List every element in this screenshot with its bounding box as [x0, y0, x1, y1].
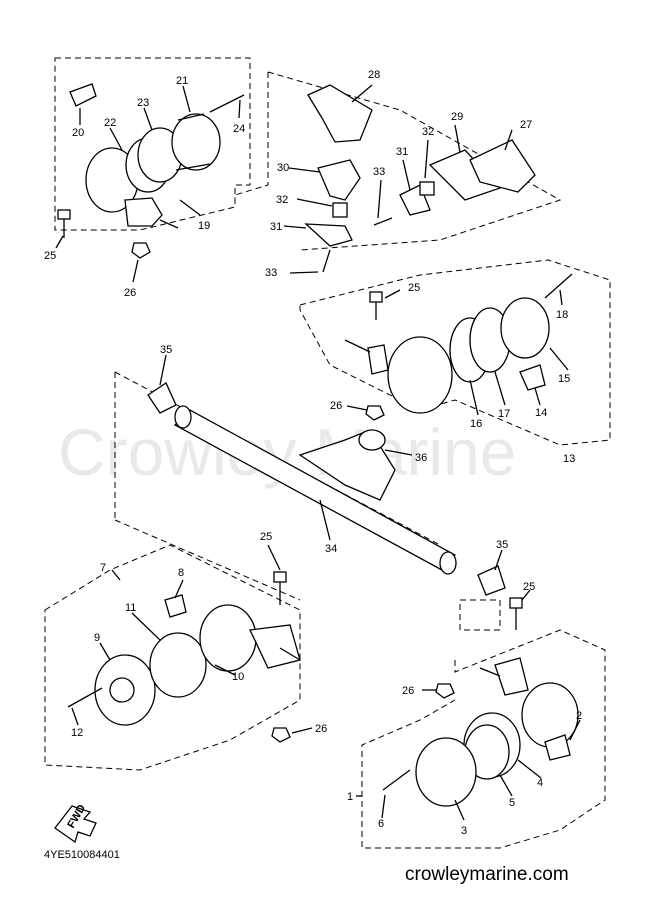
- label-1: 1: [347, 791, 353, 803]
- label-17: 17: [498, 408, 510, 420]
- bulb-14: [519, 364, 546, 391]
- bracket-30: [317, 159, 361, 201]
- lens-15: [500, 297, 550, 359]
- label-26-d: 26: [402, 685, 414, 697]
- brackets-top: [234, 71, 562, 274]
- bulb-20: [69, 83, 97, 107]
- label-18: 18: [556, 309, 568, 321]
- assembly-7: [44, 544, 313, 771]
- bracket-27: [469, 139, 536, 193]
- label-20: 20: [72, 127, 84, 139]
- label-24: 24: [233, 123, 245, 135]
- mount-right: [367, 344, 389, 375]
- label-35-a: 35: [160, 344, 172, 356]
- lens-3: [415, 737, 477, 807]
- cap-35-right: [477, 565, 506, 596]
- bulb-8: [164, 594, 187, 618]
- label-25-a: 25: [44, 250, 56, 262]
- label-31-b: 31: [270, 221, 282, 233]
- bracket-28: [307, 84, 373, 143]
- bar-34: [114, 354, 506, 601]
- screw-6: [382, 769, 411, 791]
- nut-26-right: [365, 405, 385, 421]
- label-25-c: 25: [260, 531, 272, 543]
- plate-31: [304, 223, 353, 247]
- diagram-code: 4YE510084401: [44, 849, 120, 861]
- label-34: 34: [325, 543, 337, 555]
- assembly-13: [299, 259, 611, 446]
- label-26-b: 26: [330, 400, 342, 412]
- label-26-c: 26: [315, 723, 327, 735]
- label-23: 23: [137, 97, 149, 109]
- bulb-2: [544, 734, 571, 761]
- gasket-29: [428, 149, 502, 201]
- nut-26-bl: [271, 727, 291, 743]
- screw-12: [67, 687, 103, 708]
- label-22: 22: [104, 117, 116, 129]
- label-8: 8: [178, 567, 184, 579]
- cap-35-left: [147, 382, 177, 414]
- label-33-a: 33: [373, 166, 385, 178]
- mount-right-bottom: [494, 657, 529, 696]
- nut-26: [131, 242, 151, 259]
- assembly-1: [356, 589, 606, 849]
- label-30: 30: [277, 162, 289, 174]
- label-2: 2: [576, 710, 582, 722]
- label-19: 19: [198, 220, 210, 232]
- label-7: 7: [100, 562, 106, 574]
- lens-21: [171, 113, 221, 171]
- label-9: 9: [94, 632, 100, 644]
- bracket: [124, 197, 163, 227]
- nut-26-br: [435, 683, 455, 699]
- label-28: 28: [368, 69, 380, 81]
- fwd-arrow: FWD: [54, 803, 97, 844]
- label-25-b: 25: [408, 282, 420, 294]
- label-16: 16: [470, 418, 482, 430]
- assembly-19: [54, 57, 251, 283]
- label-32-b: 32: [276, 194, 288, 206]
- label-3: 3: [461, 825, 467, 837]
- label-32-a: 32: [422, 126, 434, 138]
- mount-left: [249, 624, 301, 669]
- label-14: 14: [535, 407, 547, 419]
- label-11: 11: [125, 602, 136, 614]
- label-12: 12: [71, 727, 83, 739]
- part-labels: 1 2 3 4 5 6 7 8 9 10 11 12 13 14 15 16 1…: [44, 69, 582, 837]
- label-26-a: 26: [124, 287, 136, 299]
- label-36: 36: [415, 452, 427, 464]
- label-25-d: 25: [523, 581, 535, 593]
- label-29: 29: [451, 111, 463, 123]
- label-6: 6: [378, 818, 384, 830]
- ring-11: [149, 632, 207, 698]
- collar-32-right: [419, 181, 435, 196]
- label-5: 5: [509, 797, 515, 809]
- label-13: 13: [563, 453, 575, 465]
- label-21: 21: [176, 75, 188, 87]
- label-10: 10: [232, 671, 244, 683]
- collar-32: [332, 202, 348, 218]
- site-url: crowleymarine.com: [405, 864, 569, 885]
- label-15: 15: [558, 373, 570, 385]
- label-35-b: 35: [496, 539, 508, 551]
- label-33-b: 33: [265, 267, 277, 279]
- label-31-a: 31: [396, 146, 408, 158]
- lens-shell-right: [387, 336, 453, 414]
- housing-10: [199, 604, 257, 672]
- label-4: 4: [537, 777, 543, 789]
- screw-24: [209, 94, 245, 113]
- label-27: 27: [520, 119, 532, 131]
- housing-right: [521, 682, 579, 748]
- bolt-33-right: [373, 217, 393, 226]
- bolt-33-left: [322, 249, 331, 273]
- screw-18: [544, 273, 573, 299]
